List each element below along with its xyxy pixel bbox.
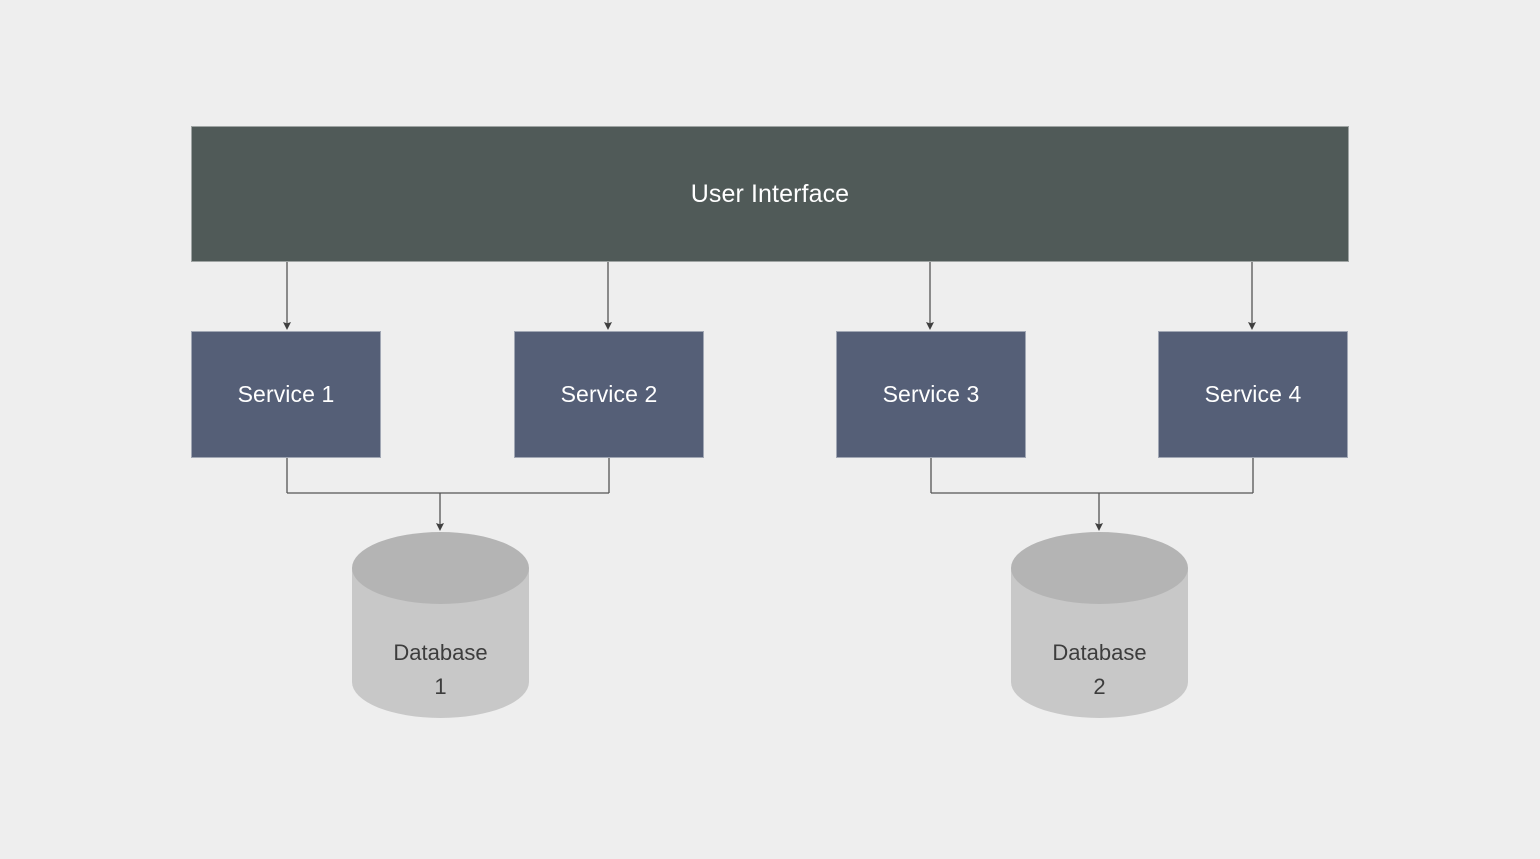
node-service-3[interactable]: Service 3 — [836, 331, 1026, 458]
node-service-1[interactable]: Service 1 — [191, 331, 381, 458]
node-database-2[interactable]: Database 2 — [1011, 532, 1188, 718]
node-user-interface[interactable]: User Interface — [191, 126, 1349, 262]
node-database-1[interactable]: Database 1 — [352, 532, 529, 718]
database-2-label: Database 2 — [1052, 640, 1147, 699]
database-cylinder-shape — [1011, 532, 1188, 718]
database-cylinder-shape — [352, 532, 529, 718]
database-1-label: Database 1 — [393, 640, 488, 699]
node-service-4[interactable]: Service 4 — [1158, 331, 1348, 458]
node-service-2[interactable]: Service 2 — [514, 331, 704, 458]
